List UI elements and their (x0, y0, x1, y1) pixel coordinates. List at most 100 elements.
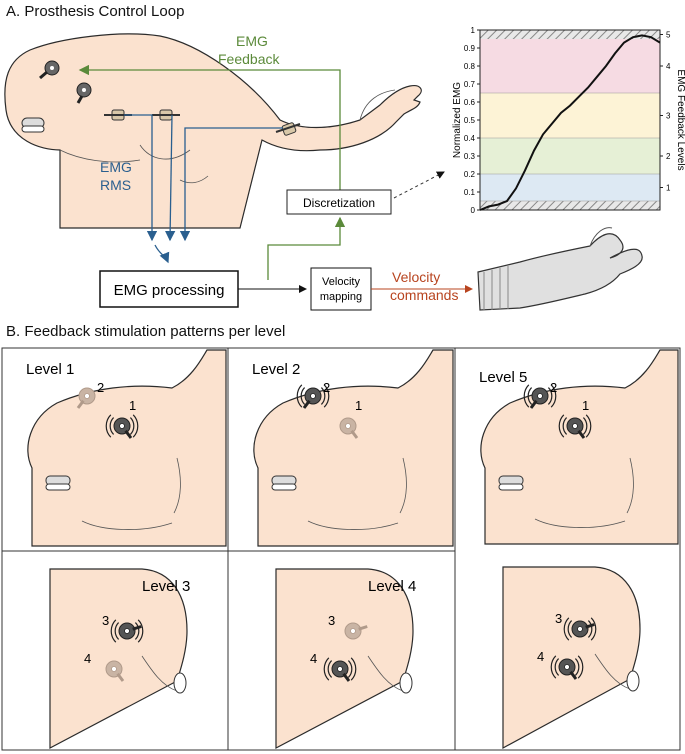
emg-processing-box (99, 270, 239, 308)
chest-contour (307, 520, 399, 530)
shoulder-front-illustration (27, 349, 227, 547)
vibration-wave (296, 384, 303, 408)
section-b-title: B. Feedback stimulation patterns per lev… (6, 323, 285, 340)
chest-contour (173, 457, 181, 514)
discretization-to-chart-arrow (393, 171, 445, 199)
section-a-title: A. Prosthesis Control Loop (6, 3, 184, 20)
vibration-wave (587, 620, 593, 638)
prosthetic-hand-illustration (477, 227, 643, 311)
vibration-wave (550, 655, 557, 679)
vibration-wave (323, 384, 330, 408)
electrode-lead (577, 429, 586, 439)
electrode-number: 1 (355, 398, 362, 413)
stim-electrode-4: 4 (537, 649, 584, 680)
electrode-lead (132, 625, 142, 631)
stim-electrode-4: 4 (310, 651, 357, 682)
emg-series-line (479, 34, 661, 211)
stim-electrode-2: 2 (523, 380, 557, 409)
electrode-lead (76, 399, 85, 409)
electrode-lead (350, 429, 359, 439)
feedback-path (78, 64, 346, 280)
electrode-center (564, 664, 570, 670)
vibration-wave (550, 384, 557, 408)
chart-level-band (480, 39, 660, 93)
chart-level-band (480, 174, 660, 201)
electrode-lead (585, 623, 595, 629)
stim-electrode-1: 1 (339, 398, 362, 439)
vibration-wave (567, 620, 573, 638)
level-panel-4: 3 4 Level 3 (49, 568, 190, 749)
electrode-center (345, 423, 351, 429)
vibration-wave (562, 417, 568, 435)
chart-ytick-label: 0.4 (464, 134, 476, 143)
electrode-lead (124, 429, 133, 439)
vibration-wave (129, 417, 135, 435)
electrode-number: 3 (328, 613, 335, 628)
stim-electrode-2: 2 (296, 380, 330, 409)
chart-ytick-label: 0.8 (464, 62, 476, 71)
electrode-center (310, 393, 316, 399)
vibration-wave (327, 660, 333, 678)
shoulder-band (173, 672, 187, 694)
chart-y2tick-label: 2 (666, 152, 671, 161)
electrode-number: 3 (102, 613, 109, 628)
level-label: Level 2 (252, 361, 300, 378)
stim-electrode-1: 1 (558, 398, 592, 439)
shoulder-band (399, 672, 413, 694)
electrode-lead (569, 670, 578, 680)
electrode-number: 2 (323, 380, 330, 395)
chart-ytick-label: 0 (471, 206, 476, 215)
discretization-label: Discretization (303, 196, 375, 210)
shoulder-band (498, 483, 524, 491)
chart-y2tick-label: 1 (666, 184, 671, 193)
chart-ytick-label: 1 (471, 26, 476, 35)
level-label: Level 3 (142, 578, 190, 595)
stim-electrode-3: 3 (328, 613, 368, 640)
electrode-center (119, 423, 125, 429)
electrode-lead (358, 625, 368, 631)
chart-hatched-band (480, 30, 660, 39)
velocity-mapping-label-2: mapping (320, 291, 362, 303)
velocity-commands-label-1: Velocity (392, 269, 440, 285)
emg-rms-label-1: EMG (100, 159, 132, 175)
shoulder-band (45, 483, 71, 491)
vibration-wave (114, 622, 120, 640)
level-panel-6: 34 (502, 566, 641, 750)
electrode-center (572, 423, 578, 429)
emg-feedback-label-1: EMG (236, 33, 268, 49)
emg-sensor-arm (275, 122, 301, 136)
electrode-center (84, 393, 90, 399)
electrode-number: 2 (550, 380, 557, 395)
vibration-wave (563, 617, 570, 641)
chest-contour (81, 520, 173, 530)
shoulder-band (271, 483, 297, 491)
electrode-number: 1 (582, 398, 589, 413)
electrode-lead (116, 672, 125, 682)
electrode-lead (342, 672, 351, 682)
chart-ytick-label: 0.5 (464, 116, 476, 125)
back-contour (141, 655, 178, 692)
electrode-lead (529, 399, 538, 409)
vibration-wave (582, 417, 588, 435)
electrode-shoulder-upper (39, 60, 60, 80)
velocity-mapping-label-1: Velocity (322, 276, 360, 288)
stim-electrode-3: 3 (555, 611, 597, 641)
vibration-wave (554, 658, 560, 676)
chart-y2tick-label: 5 (666, 31, 671, 40)
electrode-number: 4 (537, 649, 544, 664)
chart-y2label: EMG Feedback Levels (675, 69, 685, 170)
chart-level-band (480, 138, 660, 174)
electrode-number: 4 (84, 651, 91, 666)
vibration-wave (523, 384, 530, 408)
shoulder-band (626, 670, 640, 692)
chart-ytick-label: 0.9 (464, 44, 476, 53)
chart-hatched-band (480, 201, 660, 210)
chart-y2tick-label: 4 (666, 62, 671, 71)
electrode-shoulder-lower (76, 82, 92, 104)
vibration-wave (320, 387, 326, 405)
electrode-lead (302, 399, 311, 409)
electrode-center (577, 626, 583, 632)
